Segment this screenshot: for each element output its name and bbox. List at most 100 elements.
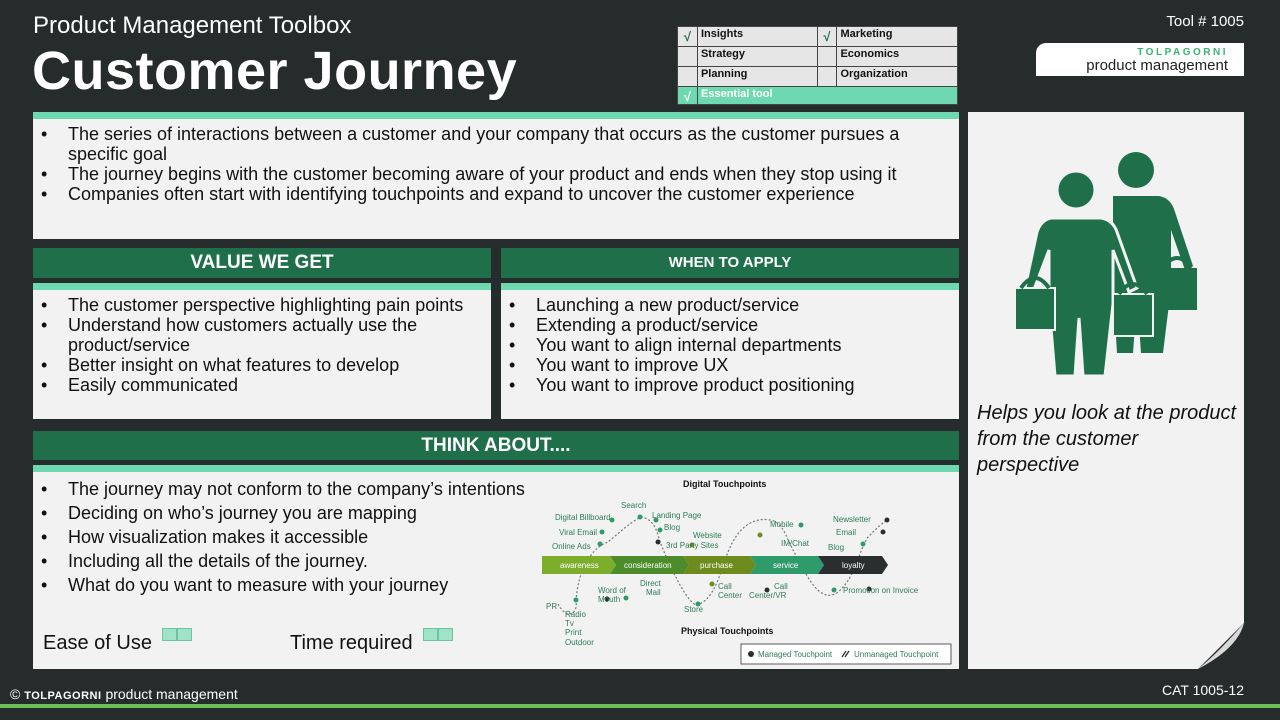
- legend-unmanaged-label: Unmanaged Touchpoint: [854, 650, 939, 659]
- touchpoint-label: Mail: [646, 588, 661, 597]
- touchpoint-dot: [573, 597, 579, 603]
- category-row: √ Insights √ Marketing: [677, 26, 958, 46]
- touchpoint-label: Print: [565, 628, 582, 637]
- toolbox-title: Product Management Toolbox: [33, 12, 352, 39]
- side-panel: Helps you look at the product from the c…: [968, 112, 1244, 669]
- list-item: Easily communicated: [33, 375, 491, 395]
- check-mark: [678, 47, 698, 66]
- when-heading: WHEN TO APPLY: [501, 248, 959, 278]
- logo-top-text: TOLPAGORNI: [1137, 47, 1228, 58]
- touchpoint-label: Landing Page: [652, 511, 702, 520]
- digital-touchpoints-title: Digital Touchpoints: [683, 479, 766, 489]
- footer-line: [0, 704, 1280, 708]
- touchpoint-label: Store: [684, 605, 704, 614]
- touchpoint-label: Radio: [565, 610, 586, 619]
- think-divider: [33, 465, 959, 472]
- list-item: The customer perspective highlighting pa…: [33, 295, 491, 315]
- when-list: Launching a new product/service Extendin…: [501, 295, 959, 395]
- managed-touchpoint-icon: [748, 651, 754, 657]
- touchpoint-label: IM/Chat: [781, 539, 810, 548]
- touchpoint-label: Direct: [640, 579, 662, 588]
- essential-row: √ Essential tool: [677, 86, 958, 105]
- touchpoint-label: Call: [718, 582, 732, 591]
- check-mark: √: [678, 27, 698, 46]
- category-label: Organization: [837, 67, 958, 86]
- touchpoint-dot: [655, 539, 661, 545]
- value-divider: [33, 283, 491, 290]
- touchpoint-dot: [657, 527, 663, 533]
- list-item: Launching a new product/service: [501, 295, 959, 315]
- page-fold-icon: [1198, 623, 1244, 669]
- logo-bottom-text: product management: [1086, 57, 1228, 74]
- list-item: You want to improve UX: [501, 355, 959, 375]
- footer-brand: TOLPAGORNI: [24, 690, 102, 702]
- stage-label: awareness: [560, 561, 599, 570]
- touchpoint-dot: [604, 596, 610, 602]
- check-mark: √: [817, 27, 838, 46]
- stage-label: consideration: [624, 561, 672, 570]
- touchpoint-label: Outdoor: [565, 638, 594, 647]
- list-item: How visualization makes it accessible: [33, 525, 553, 549]
- touchpoint-label: Mouth: [598, 595, 620, 604]
- touchpoint-label: Website: [693, 531, 722, 540]
- value-panel: The customer perspective highlighting pa…: [33, 290, 491, 419]
- category-grid: √ Insights √ Marketing Strategy Economic…: [677, 26, 958, 105]
- footer-copyright: © TOLPAGORNI product management: [10, 686, 238, 702]
- touchpoint-dot: [757, 532, 763, 538]
- touchpoint-label: Mobile: [770, 520, 794, 529]
- time-rating-boxes: [423, 628, 454, 645]
- touchpoint-label: Email: [836, 528, 856, 537]
- stage-loyalty: [818, 556, 888, 574]
- people-with-shopping-bags-icon: [1014, 152, 1197, 378]
- value-heading: VALUE WE GET: [33, 248, 491, 278]
- list-item: The journey begins with the customer bec…: [33, 164, 959, 184]
- check-mark: √: [678, 87, 698, 104]
- list-item: Better insight on what features to devel…: [33, 355, 491, 375]
- touchpoint-dot: [866, 586, 872, 592]
- category-label: Economics: [837, 47, 958, 66]
- touchpoint-label: Center: [718, 591, 742, 600]
- side-caption: Helps you look at the product from the c…: [977, 402, 1237, 476]
- definition-panel: The series of interactions between a cus…: [33, 119, 959, 239]
- touchpoint-label: Viral Email: [559, 528, 597, 537]
- stage-purchase: [683, 556, 756, 574]
- think-panel: The journey may not conform to the compa…: [33, 472, 959, 669]
- touchpoint-dot: [597, 541, 603, 547]
- list-item: Extending a product/service: [501, 315, 959, 335]
- list-item: The series of interactions between a cus…: [33, 124, 959, 164]
- legend-managed-label: Managed Touchpoint: [758, 650, 833, 659]
- touchpoint-dot: [884, 517, 890, 523]
- touchpoint-label: Call: [774, 582, 788, 591]
- touchpoint-label: Blog: [664, 523, 680, 532]
- tool-number: Tool # 1005: [1166, 13, 1244, 30]
- rating-box: [162, 628, 178, 641]
- think-heading: THINK ABOUT....: [33, 431, 959, 460]
- unmanaged-touchpoint-icon: [841, 650, 850, 658]
- list-item: Including all the details of the journey…: [33, 549, 553, 573]
- touchpoint-label: Blog: [828, 543, 844, 552]
- check-mark: [817, 67, 838, 86]
- list-item: The journey may not conform to the compa…: [33, 477, 553, 501]
- category-label: Planning: [697, 67, 818, 86]
- time-required-label: Time required: [290, 632, 413, 654]
- ease-of-use-rating: Ease of Use: [43, 628, 193, 655]
- touchpoint-dot: [880, 529, 886, 535]
- list-item: You want to improve product positioning: [501, 375, 959, 395]
- touchpoint-dot: [860, 541, 866, 547]
- category-label: Insights: [697, 27, 818, 46]
- category-label: Strategy: [697, 47, 818, 66]
- touchpoint-label: Search: [621, 501, 646, 510]
- definition-top-line: [33, 112, 959, 119]
- check-mark: [678, 67, 698, 86]
- touchpoint-label: Online Ads: [552, 542, 591, 551]
- stage-label: service: [773, 561, 799, 570]
- list-item: Companies often start with identifying t…: [33, 184, 959, 204]
- stage-label: loyalty: [842, 561, 865, 570]
- touchpoint-dot: [831, 587, 837, 593]
- stage-awareness: [542, 556, 616, 574]
- check-mark: [817, 47, 838, 66]
- touchpoint-dot: [623, 595, 629, 601]
- footer-brand-suffix: product management: [105, 686, 238, 702]
- legend-box: [740, 643, 952, 665]
- ease-of-use-label: Ease of Use: [43, 632, 152, 654]
